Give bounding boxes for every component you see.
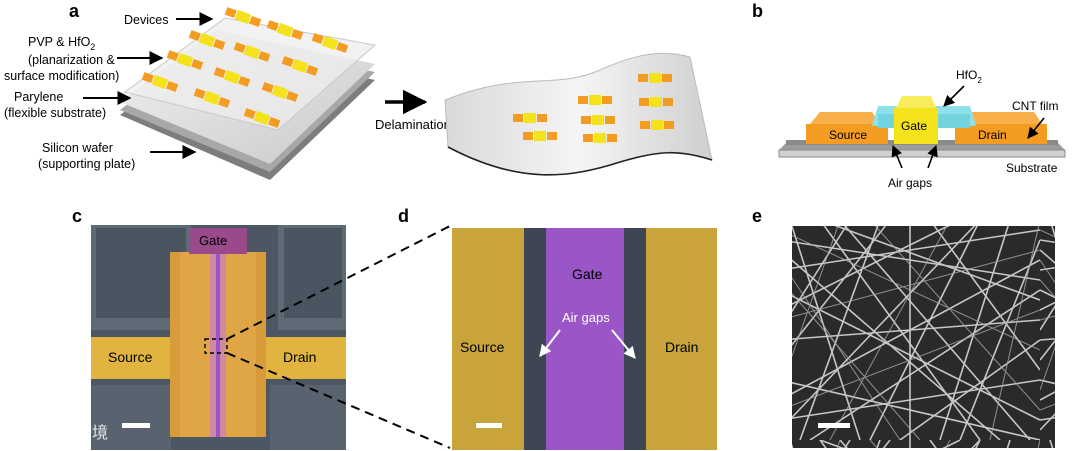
panel-a: a Devices PVP & HfO2 (planarizat: [4, 1, 712, 180]
sem-background-block-br: [270, 385, 346, 450]
air-gap-right-d: [624, 228, 646, 450]
pvp-label-line2: (planarization &: [28, 53, 116, 67]
hfo2-arrow: [944, 86, 964, 106]
air-gaps-label-b: Air gaps: [888, 176, 932, 190]
scale-bar-d: [476, 423, 502, 428]
scale-bar-c: [122, 423, 150, 428]
substrate-label: Substrate: [1006, 161, 1058, 175]
source-label-d: Source: [460, 339, 505, 355]
gate-core-c: [216, 252, 220, 437]
flexible-sheet: [445, 53, 712, 175]
source-top: [810, 112, 880, 124]
panel-b: b Source Drain Gate HfO2 CNT film Air ga…: [752, 1, 1065, 190]
panel-d-letter: d: [398, 206, 409, 226]
delamination-label: Delamination: [375, 117, 451, 132]
air-gap-left-d: [524, 228, 546, 450]
panel-c: c Gate Source Drain: [72, 206, 346, 450]
source-label-c: Source: [108, 349, 153, 365]
silicon-label-line1: Silicon wafer: [42, 141, 113, 155]
watermark-text: 大数跨境: [44, 423, 108, 442]
gate-label-c: Gate: [199, 233, 227, 248]
pvp-label-line3: surface modification): [4, 69, 119, 83]
parylene-label-line2: (flexible substrate): [4, 106, 106, 120]
panel-e: e: [752, 206, 1055, 448]
gate-top: [896, 96, 936, 108]
source-label-b: Source: [829, 128, 867, 142]
hfo2-label: HfO2: [956, 68, 982, 85]
pvp-label-line1: PVP & HfO2: [28, 35, 95, 52]
drain-label-c: Drain: [283, 349, 316, 365]
panel-a-letter: a: [69, 1, 80, 21]
watermark: 大数跨境: [13, 422, 108, 442]
panel-b-letter: b: [752, 1, 763, 21]
cnt-film-label: CNT film: [1012, 99, 1058, 113]
substrate: [779, 150, 1065, 157]
panel-c-letter: c: [72, 206, 82, 226]
gate-stripe-d: [546, 228, 624, 450]
watermark-icon: [13, 425, 27, 439]
parylene-label-line1: Parylene: [14, 90, 63, 104]
flexible-sheet-surface: [445, 53, 712, 175]
gate-label-d: Gate: [572, 266, 603, 282]
panel-d: d Gate Air gaps Source Drain: [398, 206, 717, 450]
panel-e-letter: e: [752, 206, 762, 226]
cnt-network-sem: [792, 226, 1055, 448]
silicon-label-line2: (supporting plate): [38, 157, 135, 171]
sem-background-block-tr-inner: [284, 228, 342, 318]
drain-finger-c: [226, 252, 256, 437]
devices-label: Devices: [124, 13, 168, 27]
gate-label-b: Gate: [901, 119, 927, 133]
scale-bar-e: [818, 423, 850, 428]
watermark-icon-dot: [28, 422, 36, 430]
drain-label-b: Drain: [978, 128, 1007, 142]
drain-label-d: Drain: [665, 339, 698, 355]
air-gaps-label-d: Air gaps: [562, 310, 610, 325]
